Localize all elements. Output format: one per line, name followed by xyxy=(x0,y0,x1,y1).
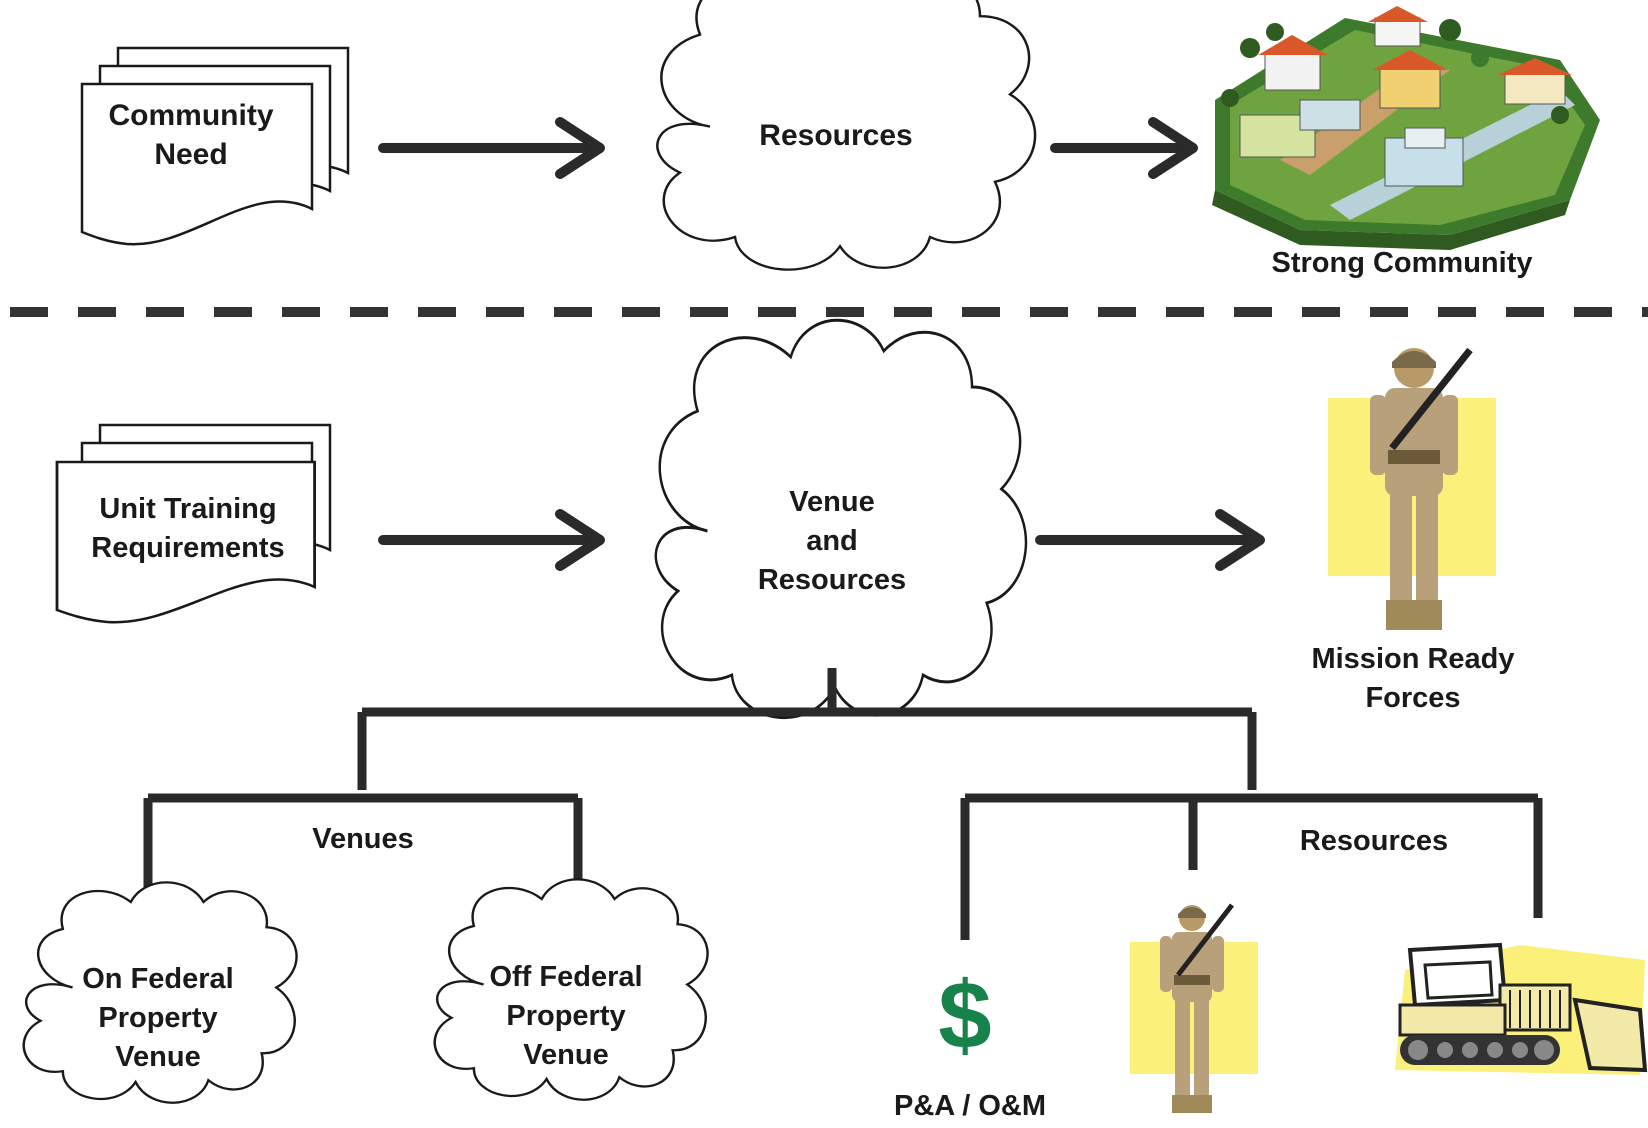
arrow-resources-to-community xyxy=(1050,117,1198,179)
arrow-venue-to-forces xyxy=(1035,509,1265,571)
off-federal-label: Off Federal xyxy=(489,961,642,993)
and-label: and xyxy=(806,525,858,557)
off-federal-property-label: Property xyxy=(506,1000,625,1032)
funding-label: P&A / O&M xyxy=(894,1090,1046,1122)
resources-cloud-label: Resources xyxy=(759,119,912,152)
off-federal-venue-label: Venue xyxy=(523,1039,608,1071)
venue-resources-label: Resources xyxy=(758,564,906,596)
houses-illustration xyxy=(1212,6,1600,250)
community-need-label-2: Need xyxy=(154,138,227,171)
unit-training-label-2: Requirements xyxy=(91,532,284,564)
dollar-icon: $ xyxy=(938,962,991,1069)
on-federal-label: On Federal xyxy=(82,963,234,995)
arrow-need-to-resources xyxy=(378,117,605,179)
soldier-illustration xyxy=(1328,347,1496,630)
venue-label: Venue xyxy=(789,486,874,518)
venues-label: Venues xyxy=(312,823,414,855)
mission-ready-label: Mission Ready xyxy=(1311,643,1514,675)
venue-resources-cloud-icon xyxy=(654,318,1028,720)
hierarchy-connector xyxy=(143,668,1543,940)
on-federal-property-label: Property xyxy=(98,1002,217,1034)
forces-label: Forces xyxy=(1365,682,1460,714)
strong-community-label: Strong Community xyxy=(1272,247,1533,279)
resources-branch-label: Resources xyxy=(1300,825,1448,857)
small-soldier-illustration xyxy=(1130,903,1258,1113)
arrow-requirements-to-venue xyxy=(378,509,605,571)
unit-training-label: Unit Training xyxy=(99,493,276,525)
bulldozer-illustration xyxy=(1395,942,1648,1075)
community-need-label: Community xyxy=(109,99,274,132)
on-federal-venue-label: Venue xyxy=(115,1041,200,1073)
